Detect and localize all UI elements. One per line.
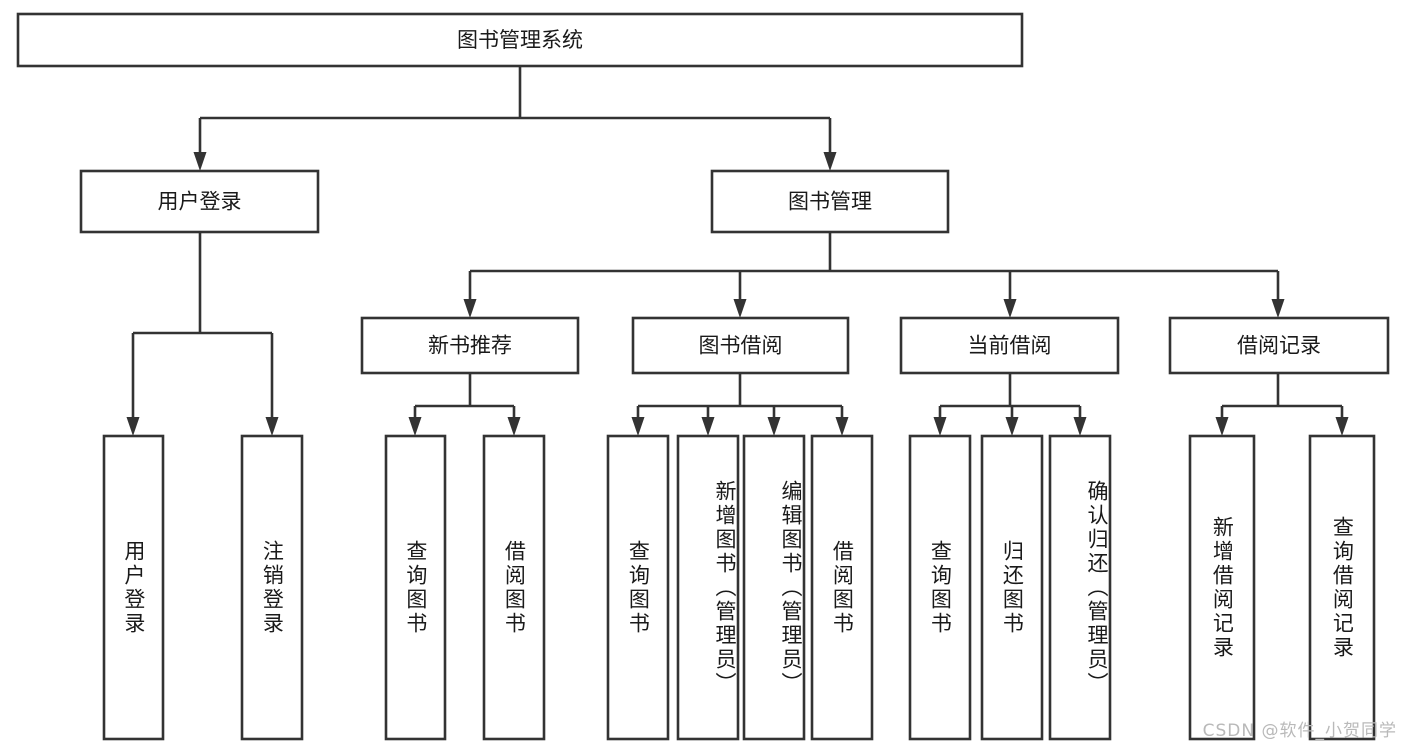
node-leaf-1[interactable] — [240, 434, 304, 741]
node-leaf-10[interactable] — [1048, 434, 1112, 741]
node-level2-0[interactable]: 用户登录 — [79, 169, 320, 234]
edge-root-to-level2-arrowhead-1 — [823, 152, 837, 171]
node-level3-0[interactable]: 新书推荐 — [360, 316, 580, 375]
node-level3-3-rect[interactable] — [1168, 316, 1390, 375]
edge-record-to-leaves-arrowhead-0 — [1215, 417, 1229, 436]
node-leaf-11[interactable] — [1188, 434, 1256, 741]
node-level3-1-rect[interactable] — [631, 316, 850, 375]
node-level2-0-rect[interactable] — [79, 169, 320, 234]
node-level3-2-label: 当前借阅 — [968, 334, 1052, 358]
node-level3-2-rect[interactable] — [899, 316, 1120, 375]
edge-borrow-to-leaves-arrowhead-3 — [835, 417, 849, 436]
node-level3-3-label: 借阅记录 — [1237, 334, 1321, 358]
edge-books-to-level3-arrowhead-2 — [1003, 299, 1017, 318]
node-level3-1-label: 图书借阅 — [699, 334, 783, 358]
node-level3-0-label: 新书推荐 — [428, 334, 512, 358]
edge-borrow-to-leaves-arrowhead-1 — [701, 417, 715, 436]
edge-current-to-leaves-arrowhead-2 — [1073, 417, 1087, 436]
node-leaf-3[interactable] — [482, 434, 546, 741]
node-root-label: 图书管理系统 — [457, 28, 583, 52]
node-leaf-9[interactable] — [980, 434, 1044, 741]
edge-current-to-leaves-arrowhead-1 — [1005, 417, 1019, 436]
node-leaf-12[interactable] — [1308, 434, 1376, 741]
node-level2-0-label: 用户登录 — [158, 190, 242, 214]
node-level3-1[interactable]: 图书借阅 — [631, 316, 850, 375]
connectors-layer — [126, 66, 1349, 436]
edge-login-to-leaves-arrowhead-1 — [265, 417, 279, 436]
edge-root-to-level2-arrowhead-0 — [193, 152, 207, 171]
edge-login-to-leaves-arrowhead-0 — [126, 417, 140, 436]
edge-newbook-to-leaves-arrowhead-0 — [408, 417, 422, 436]
node-level2-1[interactable]: 图书管理 — [710, 169, 950, 234]
edge-books-to-level3-arrowhead-1 — [733, 299, 747, 318]
node-leaf-4[interactable] — [606, 434, 670, 741]
node-level2-1-label: 图书管理 — [788, 190, 872, 214]
edge-books-to-level3-arrowhead-3 — [1271, 299, 1285, 318]
node-level3-3[interactable]: 借阅记录 — [1168, 316, 1390, 375]
node-leaf-6[interactable] — [742, 434, 806, 741]
edge-borrow-to-leaves-arrowhead-2 — [767, 417, 781, 436]
node-leaf-0[interactable] — [102, 434, 165, 741]
node-level3-2[interactable]: 当前借阅 — [899, 316, 1120, 375]
node-leaf-8[interactable] — [908, 434, 972, 741]
edge-current-to-leaves-arrowhead-0 — [933, 417, 947, 436]
node-leaf-5[interactable] — [676, 434, 740, 741]
edge-books-to-level3-arrowhead-0 — [463, 299, 477, 318]
node-root[interactable]: 图书管理系统 — [16, 12, 1024, 68]
node-level2-1-rect[interactable] — [710, 169, 950, 234]
edge-borrow-to-leaves-arrowhead-0 — [631, 417, 645, 436]
node-leaf-2[interactable] — [384, 434, 447, 741]
node-root-rect[interactable] — [16, 12, 1024, 68]
edge-record-to-leaves-arrowhead-1 — [1335, 417, 1349, 436]
edge-newbook-to-leaves-arrowhead-1 — [507, 417, 521, 436]
node-leaf-7[interactable] — [810, 434, 874, 741]
node-level3-0-rect[interactable] — [360, 316, 580, 375]
